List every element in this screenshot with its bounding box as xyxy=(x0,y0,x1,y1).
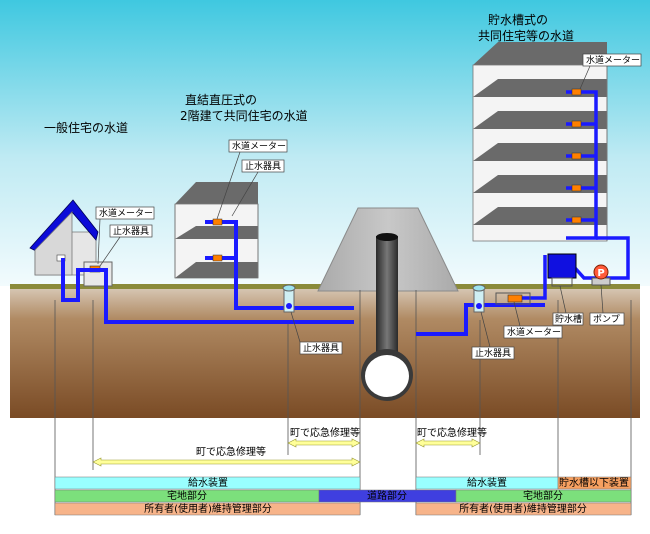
building-meter-upper xyxy=(212,218,223,226)
water-main-pipe xyxy=(376,236,398,376)
bar-below-tank xyxy=(557,476,632,490)
bar-residential-right-label: 宅地部分 xyxy=(523,489,563,502)
water-main-inner xyxy=(365,355,409,397)
bar-supply-left xyxy=(54,476,361,490)
water-tank-base xyxy=(551,277,573,287)
water-tank xyxy=(547,253,577,279)
range-town-long: 町で応急修理等 xyxy=(196,445,266,458)
label-pump: ポンプ xyxy=(593,314,620,325)
bar-residential-left-label: 宅地部分 xyxy=(167,489,207,502)
right-meter-box xyxy=(495,292,531,305)
stopcock-right-cap xyxy=(472,284,486,292)
house-pipe xyxy=(61,258,354,324)
bar-supply-left-label: 給水装置 xyxy=(188,476,228,489)
building-meter-lower xyxy=(212,254,223,262)
label-stopcock-building: 止水器具 xyxy=(245,160,281,172)
right-meter xyxy=(507,294,523,303)
label-meter-right: 水道メーター xyxy=(507,326,561,338)
label-stopcock-house: 止水器具 xyxy=(113,225,149,237)
stopcock-left-valve xyxy=(286,303,292,309)
bar-below-tank-label: 貯水槽以下装置 xyxy=(559,476,629,489)
bar-residential-right xyxy=(455,489,632,503)
water-main-top xyxy=(376,233,398,241)
tank-service-pipe xyxy=(416,303,545,336)
label-stopcock-left: 止水器具 xyxy=(303,342,339,354)
detached-house xyxy=(29,199,99,276)
tank-building-meters xyxy=(571,88,582,224)
two-storey-building xyxy=(174,182,259,279)
range-town-right: 町で応急修理等 xyxy=(417,426,487,439)
stopcock-right-valve xyxy=(476,303,482,309)
label-stopcock-right: 止水器具 xyxy=(475,347,511,359)
title-tank-line1: 貯水槽式の xyxy=(488,13,548,27)
title-direct-line1: 直結直圧式の xyxy=(185,93,257,107)
pump-symbol: P xyxy=(597,268,604,279)
label-meter-tank-building: 水道メーター xyxy=(586,54,640,66)
bar-road-label: 道路部分 xyxy=(367,489,407,502)
range-arrows xyxy=(92,438,481,467)
bar-supply-right-label: 給水装置 xyxy=(467,476,507,489)
title-direct-line2: 2階建て共同住宅の水道 xyxy=(180,108,308,123)
bar-owner-right-label: 所有者(使用者)維持管理部分 xyxy=(459,502,587,515)
stopcock-left-cap xyxy=(282,284,296,292)
bar-owner-left xyxy=(54,502,361,516)
label-boxes xyxy=(95,53,642,360)
range-town-left: 町で応急修理等 xyxy=(290,426,360,439)
label-leaders xyxy=(97,65,604,348)
tank-building xyxy=(472,42,608,242)
label-tank: 貯水槽 xyxy=(555,313,582,325)
label-meter-house: 水道メーター xyxy=(99,207,153,219)
pump xyxy=(593,264,609,280)
bar-owner-left-label: 所有者(使用者)維持管理部分 xyxy=(144,502,272,515)
bar-owner-right xyxy=(415,502,632,516)
title-tank-line2: 共同住宅等の水道 xyxy=(478,28,574,43)
label-meter-building: 水道メーター xyxy=(232,140,286,152)
title-house: 一般住宅の水道 xyxy=(44,120,128,135)
